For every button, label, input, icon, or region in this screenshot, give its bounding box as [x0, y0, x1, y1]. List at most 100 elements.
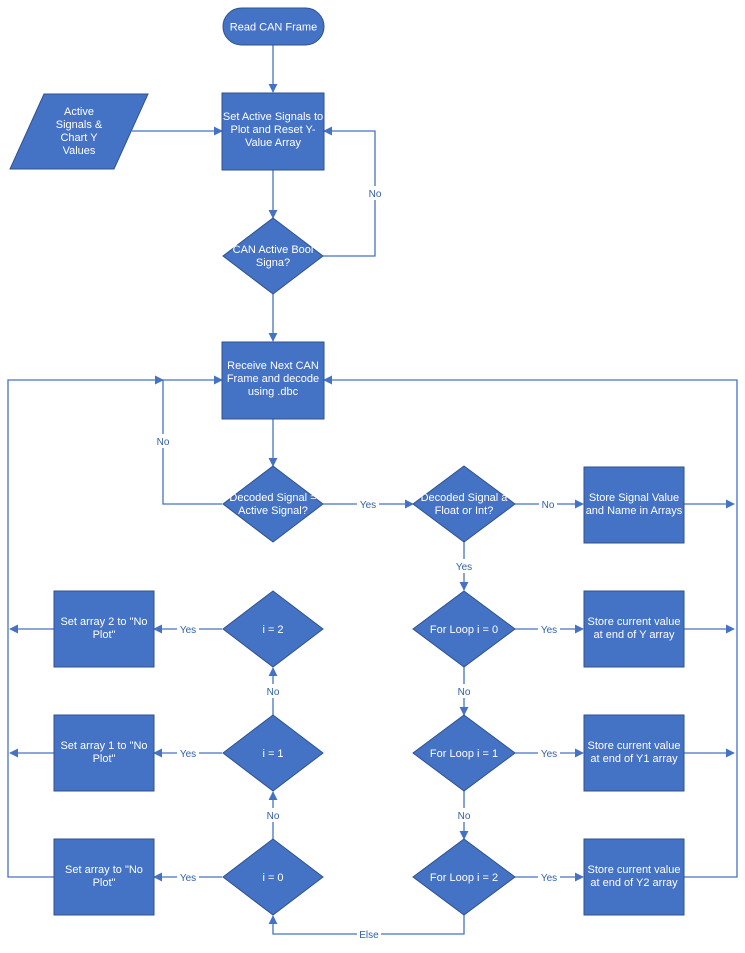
- label-yes-i0: Yes: [177, 870, 199, 884]
- node-label-line: Plot": [93, 753, 116, 765]
- label-no-float: No: [539, 497, 557, 511]
- node-label-line: Chart Y: [60, 132, 98, 144]
- svg-text:No: No: [458, 687, 471, 698]
- node-label-line: Plot and Reset Y-: [230, 124, 315, 136]
- node-label-line: Receive Next CAN: [227, 360, 319, 372]
- svg-text:No: No: [157, 437, 170, 448]
- node-label-line: i = 0: [262, 872, 283, 884]
- node-label-line: Active: [64, 106, 94, 118]
- svg-text:No: No: [369, 189, 382, 200]
- svg-text:Yes: Yes: [180, 873, 196, 884]
- node-label-line: Frame and decode: [227, 373, 319, 385]
- node-label-line: CAN Active Bool: [233, 244, 314, 256]
- label-yes-i1: Yes: [177, 746, 199, 760]
- decoded-active-decision: Decoded Signal =Active Signal?: [222, 465, 324, 543]
- node-label-line: i = 2: [262, 624, 283, 636]
- node-label: i = 2: [262, 624, 283, 636]
- node-label-line: Store current value: [588, 864, 681, 876]
- label-yes-loop1: Yes: [538, 746, 560, 760]
- svg-text:Yes: Yes: [541, 749, 557, 760]
- label-no-i1: No: [264, 684, 282, 698]
- label-yes-loop2: Yes: [538, 870, 560, 884]
- node-label: For Loop i = 0: [430, 624, 498, 636]
- node-label-line: Store current value: [588, 740, 681, 752]
- label-no-loop0: No: [455, 684, 473, 698]
- node-label-line: at end of Y array: [594, 629, 675, 641]
- node-label: Read CAN Frame: [230, 22, 317, 34]
- node-label-line: Set array 1 to "No: [60, 740, 147, 752]
- node-label: i = 0: [262, 872, 283, 884]
- node-label-line: Set Active Signals to: [223, 111, 323, 123]
- label-yes-i2: Yes: [177, 622, 199, 636]
- node-label-line: Value Array: [245, 137, 302, 149]
- label-yes-float: Yes: [453, 559, 475, 573]
- node-label-line: Plot": [93, 877, 116, 889]
- loop0-decision: For Loop i = 0: [412, 590, 516, 668]
- node-label-line: Store Signal Value: [589, 492, 679, 504]
- node-label: i = 1: [262, 748, 283, 760]
- node-label-line: For Loop i = 0: [430, 624, 498, 636]
- i2-decision: i = 2: [222, 590, 324, 668]
- svg-text:Yes: Yes: [180, 625, 196, 636]
- node-label-line: Plot": [93, 629, 116, 641]
- node-label: Decoded Signal =Active Signal?: [229, 492, 316, 517]
- start-terminator: Read CAN Frame: [222, 7, 325, 46]
- edge-store-y2-right-return: [323, 375, 738, 878]
- label-no-loop1: No: [455, 808, 473, 822]
- i1-decision: i = 1: [222, 714, 324, 792]
- node-label-line: Values: [63, 145, 96, 157]
- node-label-line: Decoded Signal a: [421, 492, 509, 504]
- node-label-line: For Loop i = 2: [430, 872, 498, 884]
- node-label-line: using .dbc: [248, 386, 299, 398]
- node-label: For Loop i = 2: [430, 872, 498, 884]
- svg-text:No: No: [267, 687, 280, 698]
- node-label-line: Signa?: [256, 257, 290, 269]
- node-label-line: at end of Y2 array: [590, 877, 678, 889]
- node-label-line: Store current value: [588, 616, 681, 628]
- svg-text:Yes: Yes: [541, 625, 557, 636]
- i0-decision: i = 0: [222, 838, 324, 916]
- node-label-line: Read CAN Frame: [230, 22, 317, 34]
- label-no-i0: No: [264, 808, 282, 822]
- node-label: For Loop i = 1: [430, 748, 498, 760]
- svg-text:Yes: Yes: [360, 500, 376, 511]
- node-label-line: i = 1: [262, 748, 283, 760]
- edge-arr0-left-return: [7, 375, 164, 878]
- svg-text:No: No: [458, 811, 471, 822]
- loop2-decision: For Loop i = 2: [412, 838, 516, 916]
- svg-text:No: No: [542, 500, 555, 511]
- label-no-decoded: No: [154, 434, 172, 448]
- svg-text:Yes: Yes: [541, 873, 557, 884]
- node-label-line: Set array to "No: [65, 864, 143, 876]
- node-label-line: Float or Int?: [435, 505, 494, 517]
- node-label-line: Decoded Signal =: [229, 492, 316, 504]
- node-label-line: and Name in Arrays: [586, 505, 683, 517]
- label-yes-loop0: Yes: [538, 622, 560, 636]
- svg-text:No: No: [267, 811, 280, 822]
- label-no-can-active: No: [366, 186, 384, 200]
- svg-text:Else: Else: [359, 930, 379, 941]
- node-label-line: For Loop i = 1: [430, 748, 498, 760]
- svg-text:Yes: Yes: [180, 749, 196, 760]
